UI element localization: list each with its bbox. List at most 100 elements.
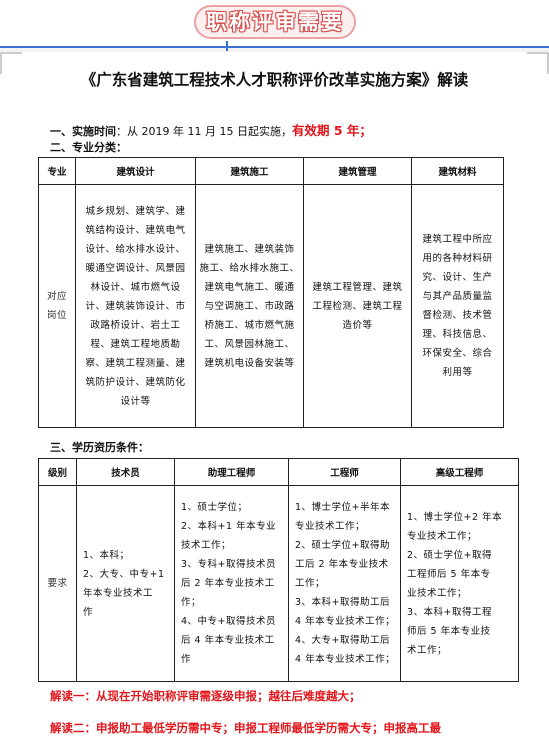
- cell-line: 利用等: [442, 367, 473, 378]
- row-label-cell: 要求: [38, 485, 77, 682]
- header-badge: 职称评审需要: [194, 5, 356, 39]
- qualification-table: 级别 技术员 助理工程师 工程师 高级工程师 要求 1、本科； 2、大专、中专+1…: [38, 458, 519, 682]
- header-cell: 建筑材料: [411, 157, 504, 185]
- senior-engineer-cell: 1、博士学位+2 年本专业技术工作； 2、硕士学位+取得工程师后 5 年本专业技术…: [400, 485, 519, 682]
- cell-line: 工程师后 5 年本专: [407, 568, 491, 580]
- cell-line: 1、博士学位+2 年本: [407, 511, 503, 523]
- cell-line: 与其产品质量监: [422, 291, 493, 302]
- cell-line: 4 年本专业技术工作；: [295, 654, 396, 665]
- cell-line: 政路桥设计、岩土工: [90, 319, 181, 331]
- document-title: 《广东省建筑工程技术人才职称评价改革实施方案》解读: [80, 71, 469, 89]
- cell-line: 3、本科+取得助工后: [295, 597, 391, 608]
- technician-cell: 1、本科； 2、大专、中专+1 年本专业技术工作: [76, 485, 175, 682]
- cell-line: 设计等: [120, 395, 151, 407]
- section2-heading: 二、专业分类：: [50, 141, 127, 154]
- cell-line: 城乡规划、建筑学、建: [85, 205, 186, 217]
- cell-line: 工后 2 年本专业技术: [295, 559, 389, 570]
- cell-line: 专业技术工作；: [295, 521, 366, 532]
- top-banner: 职称评审需要: [0, 0, 549, 46]
- table-header-row: 专业 建筑设计 建筑施工 建筑管理 建筑材料: [38, 157, 504, 185]
- cell-line: 桥施工、城市燃气施: [204, 319, 295, 331]
- section1-text: ：从 2019 年 11 月 15 日起实施，: [116, 125, 292, 138]
- row-label-line: 岗位: [46, 310, 67, 321]
- validity-highlight: 有效期 5 年；: [291, 123, 372, 138]
- interpretation-2: 解读二：申报助工最低学历需中专；申报工程师最低学历需大专；申报高工最: [50, 721, 441, 735]
- cell-line: 作；: [181, 597, 202, 608]
- cell-line: 督检测、技术管: [422, 310, 493, 321]
- cell-line: 究、设计、生产: [422, 272, 493, 283]
- corner-mark-right: [527, 52, 549, 74]
- interpretation-1: 解读一：从现在开始职称评审需逐级申报；越往后难度越大；: [50, 689, 361, 703]
- cell-line: 技术工作；: [181, 540, 232, 551]
- cell-line: 2、大专、中专+1: [83, 568, 165, 580]
- cell-line: 施工、给水排水施工、: [199, 262, 300, 274]
- cell-line: 业技术工作；: [407, 587, 468, 599]
- table-row: 对应 岗位 城乡规划、建筑学、建筑结构设计、建筑电气设计、给水排水设计、暖通空调…: [38, 184, 504, 428]
- cell-line: 建筑机电设备安装等: [204, 357, 295, 369]
- row-label-cell: 对应 岗位: [38, 184, 76, 428]
- cell-line: 建筑工程管理、建筑: [312, 281, 403, 293]
- divider-mark: [226, 41, 228, 51]
- management-cell: 建筑工程管理、建筑工程检测、建筑工程造价等: [303, 184, 412, 428]
- cell-line: 3、本科+取得工程: [407, 606, 493, 618]
- header-cell: 技术员: [76, 458, 175, 486]
- header-cell: 高级工程师: [400, 458, 519, 486]
- cell-line: 筑防护设计、建筑防化: [85, 376, 186, 388]
- cell-line: 暖通空调设计、风景园: [85, 262, 186, 274]
- materials-cell: 建筑工程中所应用的各种材料研究、设计、生产与其产品质量监督检测、技术管理、科技信…: [411, 184, 504, 428]
- cell-line: 4、中专+取得技术员: [181, 616, 277, 627]
- corner-mark-left: [0, 52, 22, 74]
- cell-line: 后 2 年本专业技术工: [181, 578, 275, 589]
- header-cell: 专业: [38, 157, 76, 185]
- cell-line: 师后 5 年本专业技: [407, 625, 491, 637]
- assistant-engineer-cell: 1、硕士学位； 2、本科+1 年本专业技术工作； 3、专科+取得技术员后 2 年本专…: [174, 485, 289, 682]
- cell-line: 作: [83, 606, 94, 618]
- engineer-cell: 1、博士学位+半年本专业技术工作； 2、硕士学位+取得助工后 2 年本专业技术工作…: [288, 485, 401, 682]
- cell-line: 4 年本专业技术工作；: [295, 616, 396, 627]
- header-cell: 建筑施工: [195, 157, 304, 185]
- cell-line: 设计、给水排水设计、: [85, 243, 186, 255]
- cell-line: 工、风景园林施工、: [204, 338, 295, 350]
- cell-line: 3、专科+取得技术员: [181, 559, 277, 570]
- blue-divider: [0, 41, 549, 51]
- section1-label: 一、实施时间: [50, 125, 116, 138]
- cell-line: 4、大专+取得助工后: [295, 635, 391, 646]
- specialty-table: 专业 建筑设计 建筑施工 建筑管理 建筑材料 对应 岗位 城乡规划、建筑学、建筑…: [38, 157, 504, 428]
- cell-line: 1、博士学位+半年本: [295, 502, 391, 513]
- cell-line: 与空调施工、市政路: [204, 300, 295, 312]
- cell-line: 年本专业技术工: [83, 587, 154, 599]
- cell-line: 建筑施工、建筑装饰: [204, 243, 295, 255]
- cell-line: 理、科技信息、: [422, 329, 493, 340]
- table-header-row: 级别 技术员 助理工程师 工程师 高级工程师: [38, 458, 519, 486]
- row-label-line: 对应: [46, 291, 67, 302]
- header-cell: 级别: [38, 458, 77, 486]
- cell-line: 工作；: [295, 578, 326, 589]
- document-page: 《广东省建筑工程技术人才职称评价改革实施方案》解读 一、实施时间：从 2019 …: [0, 52, 549, 741]
- cell-line: 1、本科；: [83, 549, 130, 561]
- cell-line: 建筑工程中所应: [422, 234, 493, 245]
- cell-line: 计、建筑装饰设计、市: [85, 300, 186, 312]
- implementation-time: 一、实施时间：从 2019 年 11 月 15 日起实施，有效期 5 年；: [50, 120, 372, 139]
- cell-line: 察、建筑工程测量、建: [85, 357, 186, 369]
- cell-line: 2、硕士学位+取得助: [295, 540, 391, 551]
- construction-cell: 建筑施工、建筑装饰施工、给水排水施工、建筑电气施工、暖通与空调施工、市政路桥施工…: [195, 184, 304, 428]
- cell-line: 环保安全、综合: [422, 348, 493, 359]
- design-cell: 城乡规划、建筑学、建筑结构设计、建筑电气设计、给水排水设计、暖通空调设计、风景园…: [75, 184, 196, 428]
- section3-heading: 三、学历资历条件：: [50, 441, 149, 454]
- cell-line: 2、本科+1 年本专业: [181, 521, 277, 532]
- header-cell: 助理工程师: [174, 458, 289, 486]
- header-cell: 工程师: [288, 458, 401, 486]
- header-cell: 建筑管理: [303, 157, 412, 185]
- cell-line: 1、硕士学位；: [181, 502, 248, 513]
- cell-line: 专业技术工作；: [407, 530, 478, 542]
- cell-line: 术工作；: [407, 644, 448, 656]
- cell-line: 造价等: [342, 319, 373, 331]
- cell-line: 建筑电气施工、暖通: [204, 281, 295, 293]
- cell-line: 用的各种材料研: [422, 253, 493, 264]
- cell-line: 2、硕士学位+取得: [407, 549, 493, 561]
- cell-line: 后 4 年本专业技术工: [181, 635, 275, 646]
- cell-line: 作: [181, 654, 192, 665]
- cell-line: 林设计、城市燃气设: [90, 281, 181, 293]
- cell-line: 程、建筑工程地质勘: [90, 338, 181, 350]
